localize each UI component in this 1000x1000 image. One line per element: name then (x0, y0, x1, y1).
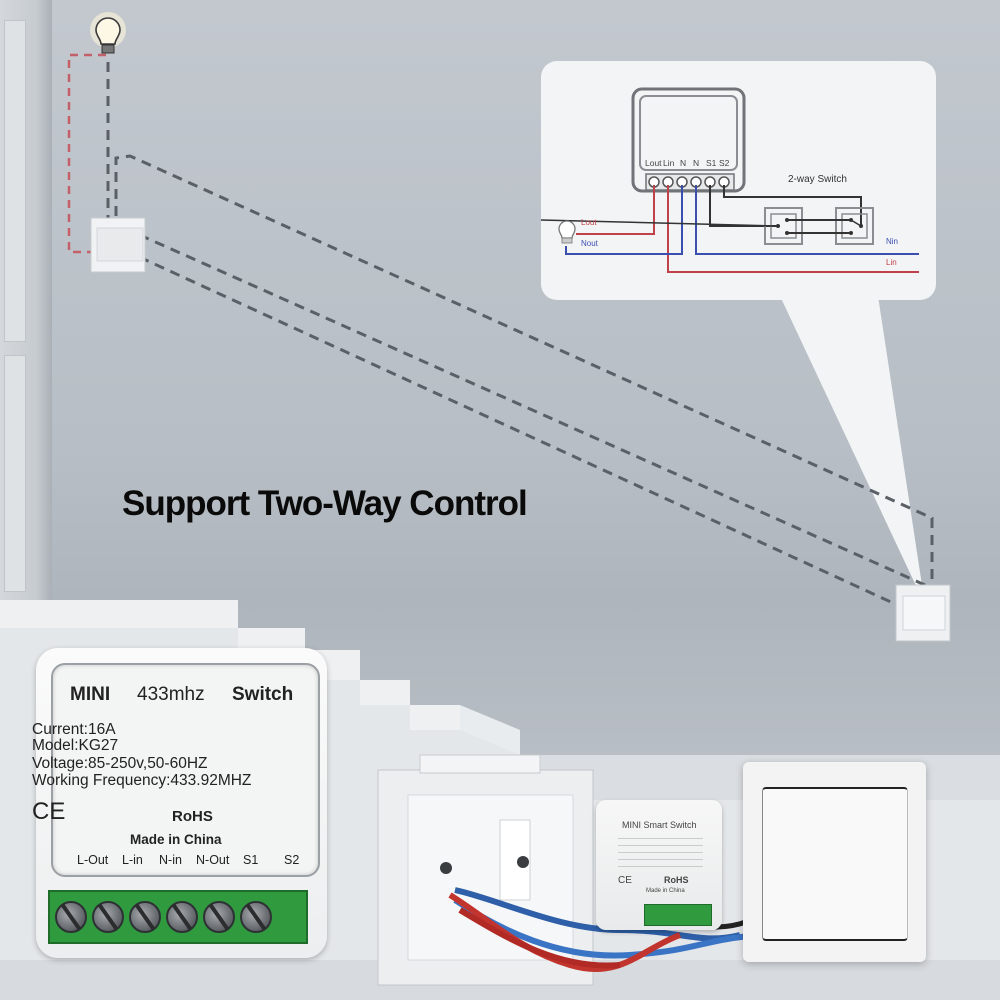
small-module-title: MINI Smart Switch (622, 820, 697, 830)
wire-lin (667, 185, 919, 273)
screw-icon (203, 901, 235, 933)
small-module-spec-lines (618, 838, 703, 870)
terminal-label: N (693, 158, 700, 168)
switch-title: 2-way Switch (788, 174, 847, 185)
door-panel (4, 20, 26, 342)
callout-pointer (780, 296, 925, 605)
terminal-label: L-Out (77, 853, 109, 867)
terminal-label: S1 (243, 853, 259, 867)
screw-icon (129, 901, 161, 933)
two-way-switch-icon (835, 207, 874, 245)
module-title-frequency: 433mhz (137, 684, 205, 705)
module-title-switch: Switch (232, 684, 294, 705)
small-module-made-in: Made in China (646, 888, 685, 894)
wire-nin (695, 185, 919, 255)
small-module-terminals (644, 904, 712, 926)
screw-icon (92, 901, 124, 933)
dashed-wires (106, 62, 934, 616)
made-in-label: Made in China (130, 832, 222, 847)
module-title-mini: MINI (70, 684, 111, 705)
terminal-screws (648, 176, 730, 188)
wire-label-nout: Nout (581, 239, 598, 248)
terminal-label: S2 (719, 158, 730, 168)
wall-switch-icon (895, 584, 951, 642)
wire-label-lin: Lin (886, 258, 897, 267)
wire-lout (576, 185, 655, 235)
module-spec-current: Current:16A (32, 721, 116, 738)
module-spec-frequency: Working Frequency:433.92MHZ (32, 772, 252, 789)
module-label-area (51, 663, 320, 877)
wire-nout (565, 185, 683, 255)
module-spec-voltage: Voltage:85-250v,50-60HZ (32, 755, 208, 772)
ce-mark: CE (32, 798, 66, 825)
terminal-label: Lin (663, 158, 675, 168)
small-module-ce: CE (618, 875, 632, 886)
wiring-diagram (541, 87, 919, 273)
screw-icon (240, 901, 272, 933)
module-spec-model: Model:KG27 (32, 737, 119, 754)
rocker-button (762, 787, 908, 941)
rohs-mark: RoHS (172, 808, 213, 825)
door-panel (4, 355, 26, 592)
headline: Support Two-Way Control (122, 484, 528, 523)
terminal-label: Lout (645, 158, 662, 168)
wiring-diagram-callout: Lout Lin N N S1 S2 2-way Switch Lout Nou… (541, 61, 936, 300)
wire-label-nin: Nin (886, 237, 899, 246)
terminal-label: S2 (284, 853, 300, 867)
light-bulb-icon (558, 220, 576, 244)
two-way-switch-icon (541, 207, 803, 245)
screw-icon (55, 901, 87, 933)
terminal-label: L-in (122, 853, 143, 867)
terminal-block (48, 890, 308, 944)
wall-switch-icon (90, 217, 146, 273)
door-frame (0, 0, 52, 600)
wire-label-lout: Lout (581, 218, 597, 227)
screw-icon (166, 901, 198, 933)
terminal-label: N-Out (196, 853, 230, 867)
wire-s2 (723, 185, 862, 226)
small-smart-switch-module: MINI Smart Switch CE RoHS Made in China (596, 800, 722, 930)
light-bulb-icon (90, 12, 126, 54)
live-wire-dashed (67, 53, 108, 254)
small-module-rohs: RoHS (664, 875, 689, 885)
terminal-label: N (680, 158, 687, 168)
terminal-label: N-in (159, 853, 182, 867)
wall-rocker-switch (743, 762, 926, 962)
module-outline (631, 87, 746, 193)
terminal-label: S1 (706, 158, 717, 168)
